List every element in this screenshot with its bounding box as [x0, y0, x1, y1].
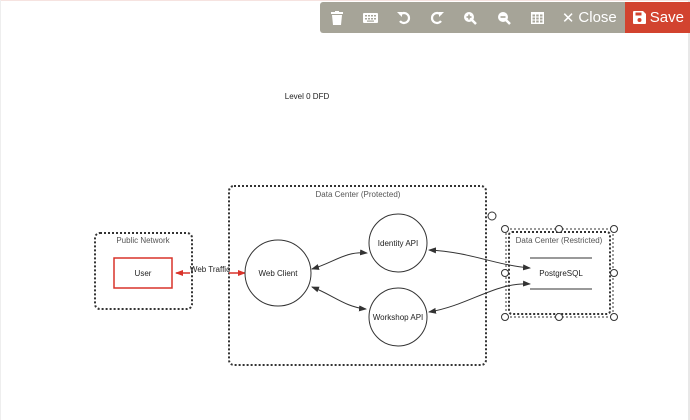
- trash-icon: [330, 10, 343, 25]
- undo-icon: [396, 11, 410, 24]
- resize-handle[interactable]: [501, 225, 509, 233]
- workshop-api-label: Workshop API: [373, 313, 424, 322]
- resize-handle[interactable]: [610, 269, 618, 277]
- web-client-label: Web Client: [259, 269, 299, 278]
- user-actor[interactable]: User: [113, 257, 173, 289]
- protected-boundary[interactable]: Data Center (Protected): [228, 185, 487, 366]
- close-icon: ✕: [561, 9, 575, 27]
- grid-icon: [530, 11, 544, 24]
- zoom-in-button[interactable]: [454, 2, 487, 33]
- save-icon: [632, 11, 646, 24]
- redo-button[interactable]: [420, 2, 453, 33]
- keyboard-icon: [362, 12, 378, 23]
- flow-workshop-postgres[interactable]: [428, 280, 531, 314]
- flow-webclient-workshop[interactable]: [311, 286, 367, 312]
- workshop-api-process[interactable]: Workshop API: [368, 287, 428, 347]
- public-network-label: Public Network: [116, 236, 170, 245]
- delete-button[interactable]: [320, 2, 353, 33]
- undo-button[interactable]: [387, 2, 420, 33]
- web-client-process[interactable]: Web Client: [244, 239, 312, 307]
- canvas-left-border: [0, 0, 1, 420]
- editor-toolbar: ✕ Close Save: [320, 2, 690, 33]
- save-button[interactable]: Save: [624, 2, 690, 33]
- keyboard-shortcuts-button[interactable]: [353, 2, 386, 33]
- postgres-store[interactable]: PostgreSQL: [530, 257, 592, 290]
- close-button[interactable]: ✕ Close: [554, 2, 625, 33]
- restricted-label: Data Center (Restricted): [516, 236, 603, 245]
- save-label: Save: [649, 9, 684, 26]
- user-label: User: [135, 269, 152, 278]
- flow-webclient-identity[interactable]: [311, 249, 368, 270]
- protected-label: Data Center (Protected): [316, 190, 401, 199]
- zoom-out-icon: [497, 11, 511, 25]
- canvas-right-border: [688, 0, 690, 420]
- postgres-label: PostgreSQL: [539, 269, 583, 278]
- selection-handles[interactable]: [487, 211, 618, 321]
- close-label: Close: [578, 9, 617, 26]
- identity-api-process[interactable]: Identity API: [368, 213, 428, 273]
- resize-handle[interactable]: [610, 225, 618, 233]
- rotate-handle[interactable]: [487, 211, 497, 221]
- public-network-boundary[interactable]: Public Network: [94, 232, 193, 310]
- identity-api-label: Identity API: [378, 239, 418, 248]
- resize-handle[interactable]: [501, 269, 509, 277]
- zoom-in-icon: [464, 11, 478, 25]
- resize-handle[interactable]: [610, 313, 618, 321]
- web-traffic-flow[interactable]: Web Traffic: [175, 265, 246, 276]
- toggle-grid-button[interactable]: [520, 2, 553, 33]
- zoom-out-button[interactable]: [487, 2, 520, 33]
- canvas-top-border: [0, 0, 690, 1]
- web-traffic-label: Web Traffic: [190, 265, 230, 274]
- resize-handle[interactable]: [555, 225, 563, 233]
- resize-handle[interactable]: [501, 313, 509, 321]
- redo-icon: [430, 11, 444, 24]
- resize-handle[interactable]: [555, 313, 563, 321]
- diagram-title: Level 0 DFD: [285, 92, 330, 101]
- flow-identity-postgres[interactable]: [428, 247, 531, 271]
